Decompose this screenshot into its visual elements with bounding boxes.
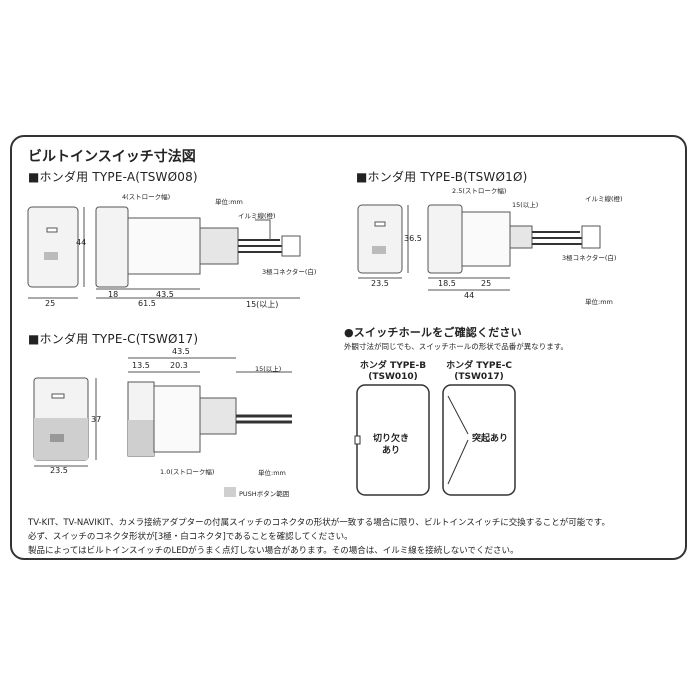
type-c-wire <box>236 414 292 424</box>
type-b-notch-callout: 切り欠き あり <box>364 433 418 457</box>
type-b-led-mark <box>374 221 386 227</box>
type-b-hole-title-line-1: ホンダ TYPE-B <box>359 361 427 371</box>
type-c-hole-outline <box>442 384 516 496</box>
type-a-connector-label: 3極コネクター(白) <box>262 268 317 276</box>
type-b-dim-25: 25 <box>481 279 492 288</box>
type-c-connector-housing <box>199 397 237 435</box>
type-b-dim-44: 44 <box>464 291 475 300</box>
type-a-illumi-lead <box>255 219 271 240</box>
dimension-panel <box>10 135 687 560</box>
note-line: 製品によってはビルトインスイッチのLEDがうまく点灯しない場合があります。その場… <box>28 546 519 556</box>
page-title: ビルトインスイッチ寸法図 <box>28 149 196 165</box>
type-b-front-face <box>357 204 403 274</box>
type-b-unit: 単位:mm <box>585 298 613 306</box>
type-b-height: 36.5 <box>404 234 422 243</box>
type-c-dim-15: 15(以上) <box>255 365 282 373</box>
type-c-push-side <box>128 420 154 456</box>
type-b-notch-callout-line-1: 切り欠き <box>372 434 409 444</box>
push-range-swatch <box>224 487 236 497</box>
type-c-unit: 単位:mm <box>258 469 286 477</box>
type-a-dim-43-5: 43.5 <box>156 290 174 299</box>
type-c-dim-13-5: 13.5 <box>132 361 150 370</box>
type-c-heading: ■ホンダ用 TYPE-C(TSWØ17) <box>28 332 199 346</box>
type-b-wire <box>532 231 582 245</box>
type-c-hole-title: ホンダ TYPE-C (TSW017) <box>442 361 516 383</box>
type-a-unit: 単位:mm <box>215 198 243 206</box>
type-a-stroke-label: 4(ストローク幅) <box>122 193 171 201</box>
type-b-dim-23-5: 23.5 <box>371 279 389 288</box>
type-a-led-mark <box>46 227 58 233</box>
type-a-heading: ■ホンダ用 TYPE-A(TSWØ08) <box>28 170 198 184</box>
type-b-body <box>461 211 511 267</box>
type-c-dim-20-3: 20.3 <box>170 361 188 370</box>
switch-hole-subtext: 外観寸法が同じでも、スイッチホールの形状で品番が異なります。 <box>344 342 569 351</box>
type-a-illumi-label: イルミ線(橙) <box>238 212 276 220</box>
type-c-switch-mark <box>50 434 64 442</box>
push-range-legend: PUSHボタン範囲 <box>239 490 290 498</box>
note-line: 必ず、スイッチのコネクタ形状が[3極・白コネクタ]であることを確認してください。 <box>28 532 353 542</box>
type-a-body <box>127 217 201 275</box>
type-a-switch-mark <box>44 252 58 260</box>
type-c-dim-43-5: 43.5 <box>172 347 190 356</box>
type-a-dim-18: 18 <box>108 290 119 299</box>
type-b-heading: ■ホンダ用 TYPE-B(TSWØ1Ø) <box>356 170 528 184</box>
type-c-protrusion-callout: 突起あり <box>471 434 508 444</box>
type-b-hole-title-line-2: (TSW010) <box>368 372 418 382</box>
type-b-hole-title: ホンダ TYPE-B (TSW010) <box>356 361 430 383</box>
type-b-hole-notch <box>354 435 361 445</box>
type-a-front-face <box>27 206 79 288</box>
type-a-height: 44 <box>76 238 87 247</box>
type-b-switch-mark <box>372 246 386 254</box>
type-a-side-face <box>95 206 129 288</box>
type-b-stroke-label: 2.5(ストローク幅) <box>452 187 507 195</box>
type-c-led-mark <box>51 393 65 399</box>
switch-hole-heading: ●スイッチホールをご確認ください <box>344 326 522 339</box>
type-c-hole-title-line-2: (TSW017) <box>454 372 504 382</box>
type-c-stroke-label: 1.0(ストローク幅) <box>160 468 215 476</box>
type-b-illumi-label: イルミ線(橙) <box>585 195 623 203</box>
note-line: TV-KIT、TV-NAVIKIT、カメラ接続アダプターの付属スイッチのコネクタ… <box>28 518 610 528</box>
type-a-plug <box>281 235 301 257</box>
type-c-body <box>153 385 201 453</box>
type-a-wire <box>238 239 282 253</box>
type-a-connector-housing <box>199 227 239 265</box>
type-b-dim-15: 15(以上) <box>512 201 539 209</box>
type-c-height: 37 <box>91 415 102 424</box>
type-c-protrusion-arrow <box>447 395 469 485</box>
type-a-dim-15: 15(以上) <box>246 300 279 309</box>
type-b-connector-label: 3極コネクター(白) <box>562 254 617 262</box>
type-b-plug <box>581 225 601 249</box>
type-c-hole-title-line-1: ホンダ TYPE-C <box>446 361 512 371</box>
type-c-dim-23-5: 23.5 <box>50 466 68 475</box>
type-b-side-face <box>427 204 463 274</box>
type-b-connector-housing <box>509 225 533 249</box>
type-b-dim-18-5: 18.5 <box>438 279 456 288</box>
type-a-dim-61-5: 61.5 <box>138 299 156 308</box>
type-a-dim-25: 25 <box>45 299 56 308</box>
type-b-notch-callout-line-2: あり <box>381 446 400 456</box>
